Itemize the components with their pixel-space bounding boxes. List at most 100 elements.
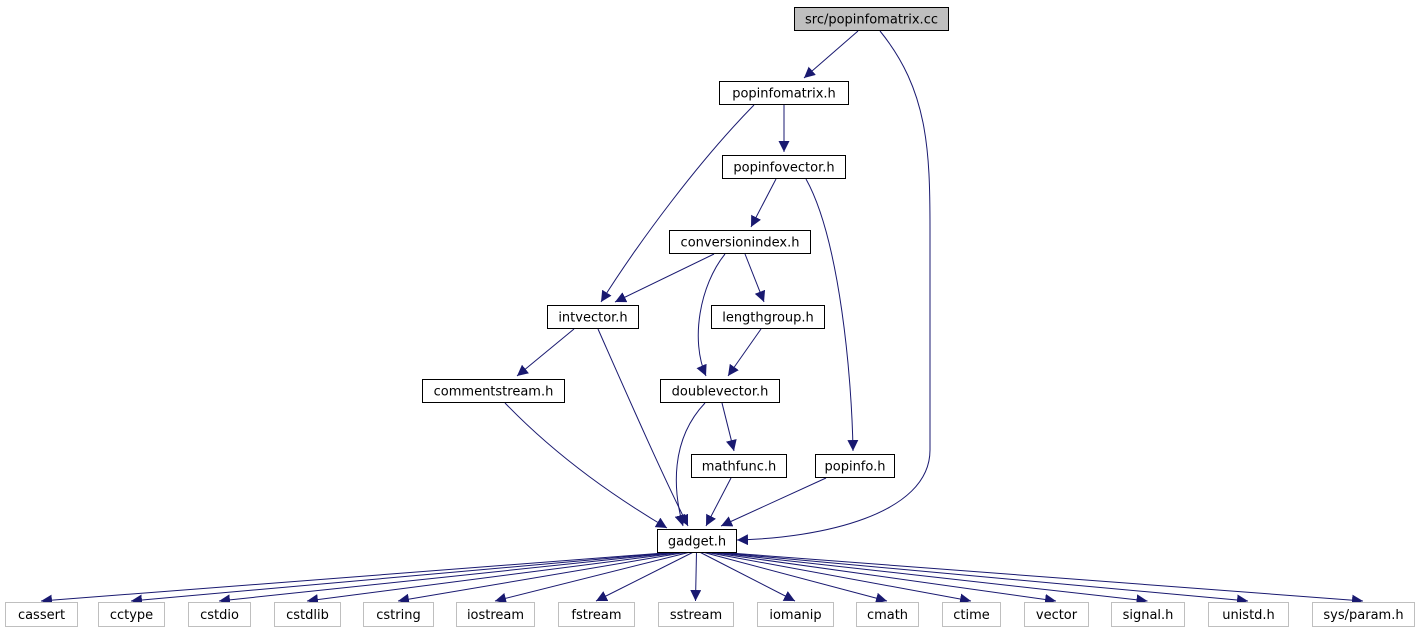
node-label-root: src/popinfomatrix.cc (805, 13, 938, 28)
node-label-cstdlib: cstdlib (286, 608, 329, 623)
edge-gadget-to-iostream (494, 551, 691, 604)
node-box-iostream (456, 602, 535, 627)
node-popinfo[interactable]: popinfo.h (815, 454, 895, 478)
node-cstdio: cstdio (188, 602, 251, 627)
edge-conversionindex-to-lengthgroup (744, 253, 766, 303)
node-root: src/popinfomatrix.cc (794, 7, 949, 31)
node-intvector[interactable]: intvector.h (547, 305, 639, 329)
edge-conversionindex-to-intvector (614, 253, 715, 303)
node-box-gadget (657, 529, 737, 553)
node-cassert: cassert (5, 602, 78, 627)
node-box-conversionindex (669, 230, 811, 254)
node-box-root (794, 7, 949, 31)
node-box-cstdlib (274, 602, 341, 627)
node-label-vector: vector (1036, 608, 1078, 623)
edge-gadget-to-cstring (397, 551, 688, 605)
edge-root-to-popinfomatrix (803, 30, 859, 79)
node-cstring: cstring (363, 602, 434, 627)
node-popinfomatrix[interactable]: popinfomatrix.h (719, 81, 849, 105)
edge-mathfunc-to-gadget (705, 477, 732, 527)
edge-lengthgroup-to-doublevector (727, 328, 762, 377)
node-box-popinfovector (722, 155, 846, 179)
node-box-cmath (856, 602, 919, 627)
edge-gadget-to-cstdio (218, 551, 683, 606)
edge-gadget-to-cmath (702, 551, 888, 604)
node-label-unistd: unistd.h (1222, 608, 1275, 623)
edge-gadget-to-unistd (712, 551, 1249, 606)
edge-gadget-to-sysparam (716, 551, 1364, 606)
node-cctype: cctype (98, 602, 165, 627)
node-label-gadget: gadget.h (668, 535, 726, 550)
edge-commentstream-to-gadget (504, 402, 668, 529)
node-label-sysparam: sys/param.h (1323, 608, 1403, 623)
edge-popinfomatrix-to-intvector (600, 104, 755, 303)
node-box-popinfo (815, 454, 895, 478)
node-doublevector[interactable]: doublevector.h (660, 379, 780, 403)
node-label-mathfunc: mathfunc.h (702, 460, 777, 475)
node-sysparam: sys/param.h (1312, 602, 1415, 627)
edge-intvector-to-gadget (597, 328, 689, 527)
node-box-cassert (5, 602, 78, 627)
edge-conversionindex-to-doublevector (696, 253, 726, 377)
node-label-conversionindex: conversionindex.h (681, 236, 800, 251)
node-cstdlib: cstdlib (274, 602, 341, 627)
node-label-commentstream: commentstream.h (434, 385, 554, 400)
node-label-popinfovector: popinfovector.h (733, 161, 834, 176)
node-box-cstring (363, 602, 434, 627)
node-commentstream[interactable]: commentstream.h (422, 379, 565, 403)
node-box-ctime (942, 602, 1001, 627)
node-box-cctype (98, 602, 165, 627)
edge-gadget-to-signal (709, 551, 1148, 606)
node-label-fstream: fstream (571, 608, 621, 623)
node-fstream: fstream (558, 602, 635, 627)
node-lengthgroup[interactable]: lengthgroup.h (711, 305, 825, 329)
node-label-cstring: cstring (376, 608, 420, 623)
node-label-ctime: ctime (953, 608, 990, 623)
edge-popinfovector-to-popinfo (805, 178, 859, 452)
edge-gadget-to-sstream (690, 551, 702, 602)
node-gadget[interactable]: gadget.h (657, 529, 737, 553)
node-label-signal: signal.h (1123, 608, 1174, 623)
node-label-popinfomatrix: popinfomatrix.h (732, 87, 836, 102)
node-box-sysparam (1312, 602, 1415, 627)
node-conversionindex[interactable]: conversionindex.h (669, 230, 811, 254)
node-sstream: sstream (658, 602, 734, 627)
edge-intvector-to-commentstream (516, 328, 575, 377)
node-label-popinfo: popinfo.h (825, 460, 886, 475)
node-box-cstdio (188, 602, 251, 627)
edges (40, 30, 1364, 606)
node-label-doublevector: doublevector.h (672, 385, 769, 400)
edge-root-to-gadget (736, 30, 931, 546)
node-box-popinfomatrix (719, 81, 849, 105)
node-iomanip: iomanip (757, 602, 834, 627)
edge-gadget-to-cassert (40, 551, 677, 606)
edge-gadget-to-cctype (130, 551, 680, 606)
edge-gadget-to-cstdlib (306, 551, 685, 606)
node-popinfovector[interactable]: popinfovector.h (722, 155, 846, 179)
edge-gadget-to-ctime (704, 551, 972, 605)
edge-popinfovector-to-conversionindex (750, 178, 777, 228)
edge-gadget-to-vector (707, 551, 1057, 605)
node-box-unistd (1208, 602, 1289, 627)
node-mathfunc[interactable]: mathfunc.h (691, 454, 787, 478)
edge-doublevector-to-gadget (674, 402, 706, 527)
node-label-sstream: sstream (670, 608, 722, 623)
node-label-cmath: cmath (867, 608, 908, 623)
node-box-signal (1111, 602, 1185, 627)
edge-gadget-to-fstream (595, 551, 694, 602)
node-iostream: iostream (456, 602, 535, 627)
node-box-iomanip (757, 602, 834, 627)
node-box-commentstream (422, 379, 565, 403)
edge-doublevector-to-mathfunc (721, 402, 737, 452)
edge-popinfo-to-gadget (720, 477, 827, 527)
node-label-cstdio: cstdio (200, 608, 239, 623)
node-label-intvector: intvector.h (558, 311, 627, 326)
node-label-iostream: iostream (467, 608, 524, 623)
node-label-cctype: cctype (110, 608, 153, 623)
node-vector: vector (1024, 602, 1089, 627)
node-ctime: ctime (942, 602, 1001, 627)
node-box-intvector (547, 305, 639, 329)
node-label-iomanip: iomanip (769, 608, 821, 623)
nodes: src/popinfomatrix.cc popinfomatrix.h popin… (5, 7, 1415, 627)
